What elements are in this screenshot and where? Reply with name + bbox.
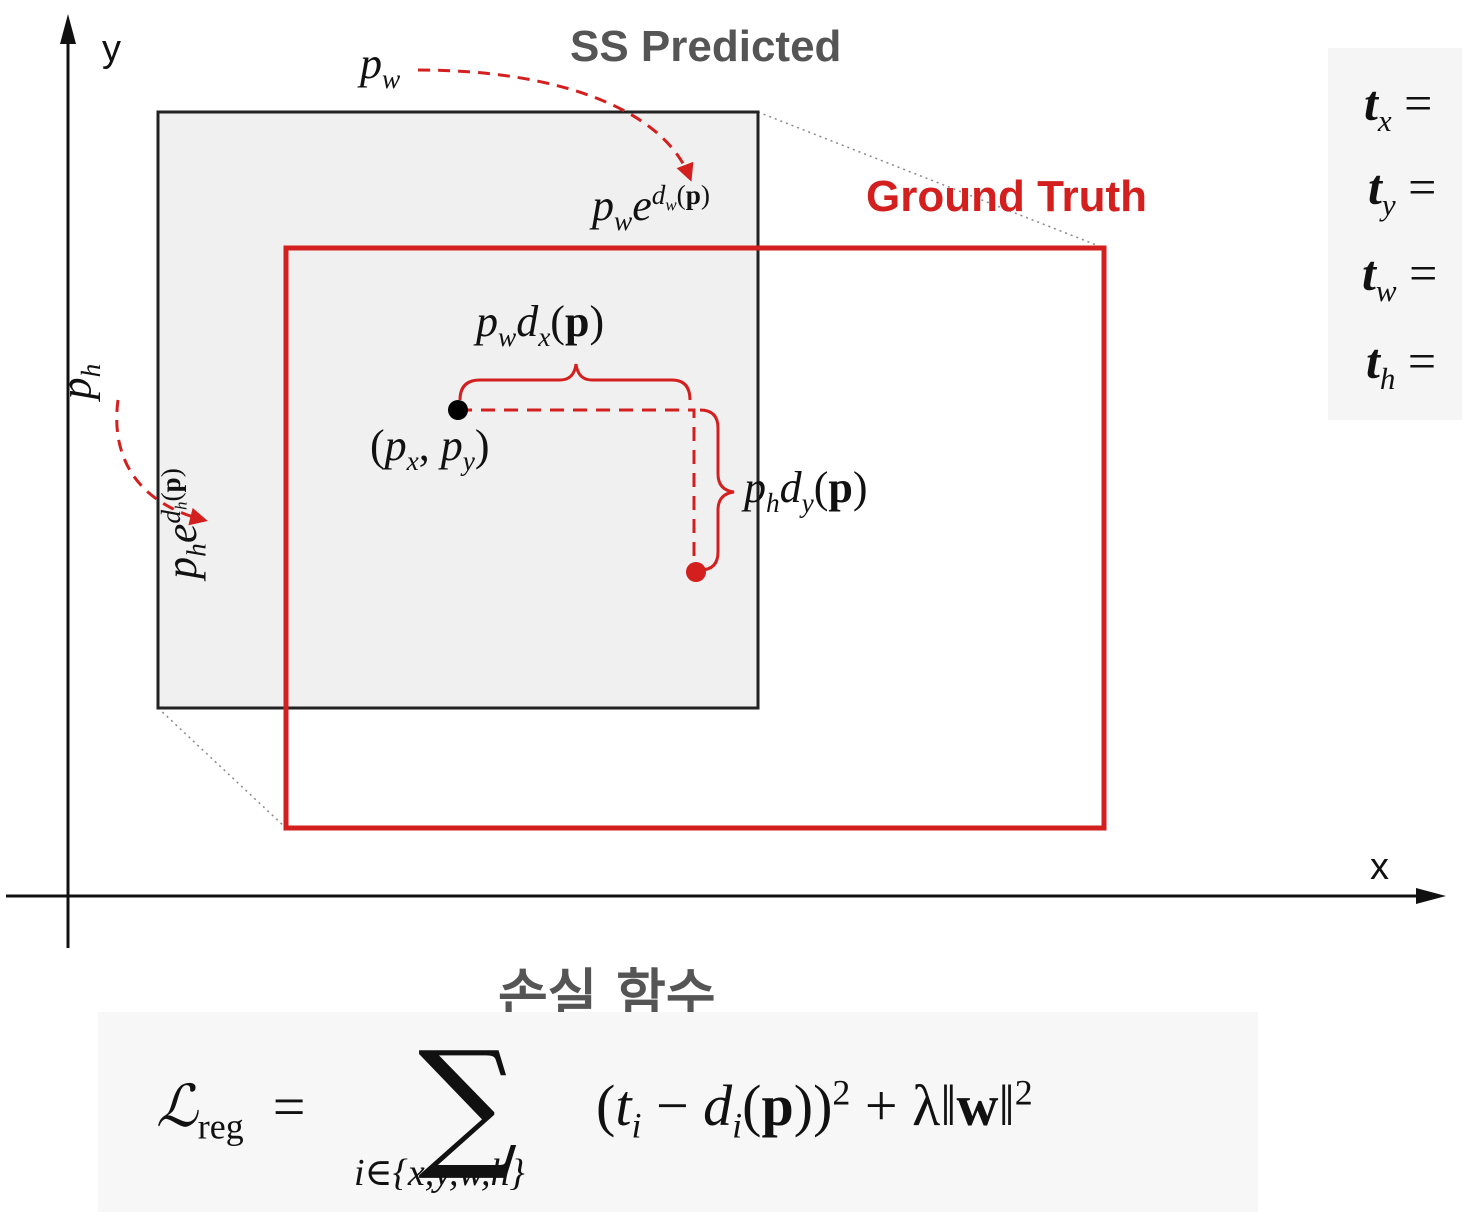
horizontal-brace: [458, 363, 692, 401]
x-axis-arrowhead: [1416, 888, 1446, 904]
x-axis-label: x: [1370, 846, 1389, 888]
width-scale-arrow: [417, 68, 694, 182]
ground-truth-center-point: [686, 562, 706, 582]
vertical-brace: [699, 408, 735, 572]
y-axis-arrowhead: [60, 14, 76, 44]
ground-truth-box: [283, 245, 1107, 831]
ph-exp-dh-label: phedh(p): [156, 468, 212, 579]
projection-line-bottom-left: [157, 707, 287, 829]
height-scale-arrow: [115, 399, 208, 526]
predicted-center-point: [448, 400, 468, 420]
pw-exp-dw-label: pwedw(p): [592, 180, 710, 236]
th-equation: th =: [1366, 333, 1437, 396]
tw-equation: tw =: [1362, 245, 1438, 308]
offset-path: [458, 408, 696, 572]
pw-dx-label: pwdx(p): [476, 297, 605, 352]
y-axis-label: y: [102, 28, 121, 70]
loss-equation-panel: ℒreg = ∑ i∈{x,y,w,h} (ti − di(p))2 + λ‖w…: [98, 1012, 1258, 1212]
pw-label: pw: [360, 39, 401, 94]
projection-line-top-right: [757, 111, 1105, 249]
ss-predicted-label: SS Predicted: [570, 22, 842, 71]
center-coords-label: (px, py): [370, 421, 490, 476]
ground-truth-label: Ground Truth: [866, 172, 1148, 221]
sum-index: i∈{x,y,w,h}: [354, 1152, 525, 1194]
target-equations-panel: tx = ty = tw = th =: [1328, 48, 1462, 420]
loss-lhs: ℒreg =: [156, 1074, 306, 1147]
ph-label: ph: [51, 363, 107, 400]
ty-equation: ty =: [1368, 159, 1437, 222]
loss-rhs: (ti − di(p))2 + λ‖w‖2: [596, 1072, 1033, 1146]
ph-dy-label: phdy(p): [744, 463, 868, 518]
sum-symbol: ∑: [418, 1022, 518, 1185]
tx-equation: tx =: [1364, 75, 1433, 138]
